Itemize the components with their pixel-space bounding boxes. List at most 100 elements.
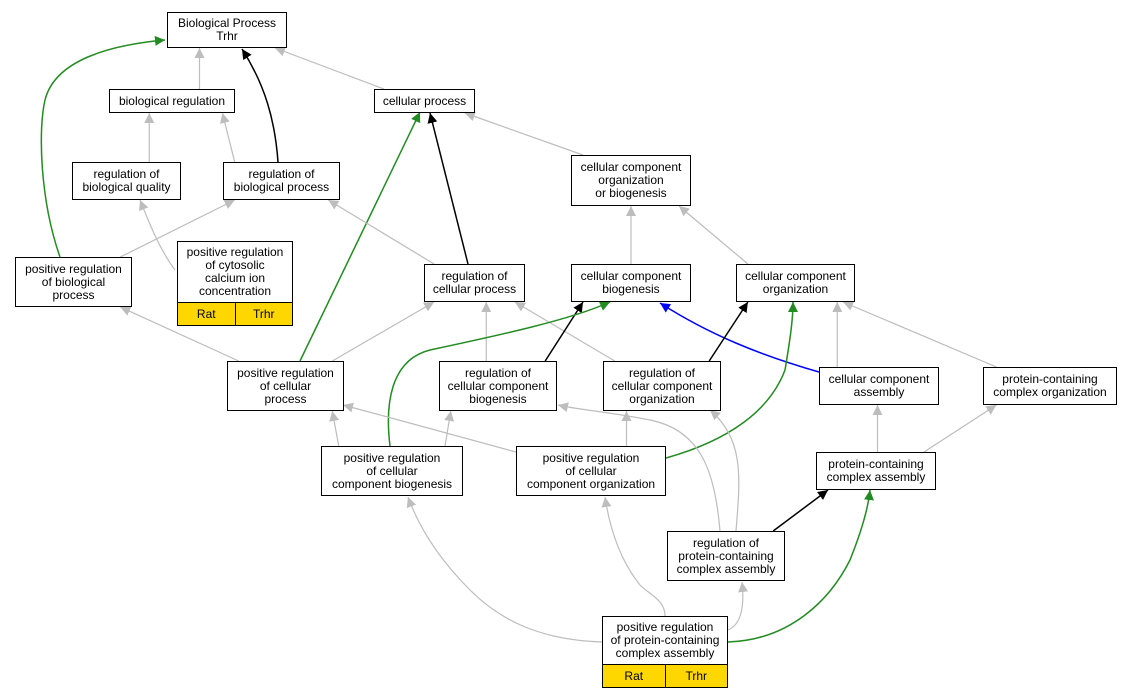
edge-prpca-to-rpca [727, 581, 749, 631]
node-label-line: protein-containing [828, 457, 924, 471]
edge-rccb-to-ccb [544, 301, 584, 362]
node-label-line: of cellular [259, 378, 312, 393]
edge-prcci-to-rbq [139, 199, 176, 271]
annotation-tag: Trhr [664, 665, 727, 687]
edge-rpca-to-rcco [709, 409, 740, 532]
edge-prccb-to-prcp [329, 410, 340, 447]
node-label-line: of cytosolic [205, 258, 265, 272]
node-label-line: complex organization [993, 385, 1107, 399]
node-label-line: positive regulation [186, 245, 284, 259]
node-label-line: biological process [233, 180, 330, 194]
edge-rpca-to-rccb [557, 402, 721, 532]
node-label-line: complex assembly [615, 646, 715, 660]
edge-rcp-to-rbp [327, 199, 435, 265]
edge-prbp-to-rbp [120, 199, 235, 258]
node-label-line: positive regulation [616, 620, 714, 634]
node-label-line: cellular component [447, 378, 549, 393]
annotation-tag: Rat [178, 303, 235, 325]
node-label-line: cellular component [745, 269, 846, 283]
edge-ccob-to-cp [464, 111, 584, 156]
node-label-line: regulation of [441, 269, 508, 283]
node-label-line: regulation of [93, 167, 160, 181]
edge-rcco-to-cco [708, 301, 749, 362]
edge-prcco-to-prcp [342, 402, 517, 453]
node-cp[interactable]: cellular process [374, 89, 475, 113]
node-label-line: assembly [853, 385, 905, 399]
node-label-line: positive regulation [237, 365, 334, 380]
node-label-line: biological regulation [118, 93, 226, 108]
edge-prcp-to-prbp [120, 306, 239, 362]
node-label-line: organization [598, 173, 664, 187]
node-label-line: cellular process [382, 93, 467, 108]
node-label-line: cellular component [611, 378, 713, 393]
node-label-line: of protein-containing [610, 633, 720, 647]
edge-prccb-to-ccb [387, 301, 611, 447]
annotation-tag: Rat [603, 665, 665, 687]
node-label-line: protein-containing [1002, 372, 1098, 386]
edge-prccb-to-rccb [444, 410, 455, 447]
node-label-line: regulation of [692, 535, 760, 550]
node-label-line: organization [762, 282, 829, 296]
edge-prcp-to-rcp [331, 301, 435, 362]
edge-rbp-to-bp [241, 48, 279, 163]
node-label-line: positive regulation [542, 450, 640, 465]
node-breg[interactable]: biological regulation [109, 89, 235, 113]
edge-pcca-to-pcco [923, 404, 997, 453]
edge-rpca-to-pcca [772, 489, 829, 532]
node-label-line: complex assembly [826, 470, 926, 484]
edge-prbp-to-bp [40, 35, 166, 258]
edge-cco-to-ccob [678, 205, 749, 265]
edge-rbp-to-breg [219, 112, 236, 163]
node-label-line: positive regulation [25, 261, 122, 276]
node-label-line: positive regulation [343, 450, 441, 465]
node-label-line: organization [629, 391, 695, 406]
edge-pcco-to-cco [842, 301, 997, 368]
node-label-line: cellular component [580, 160, 682, 174]
node-label-line: complex assembly [676, 561, 776, 576]
node-label-line: protein-containing [678, 548, 774, 563]
node-label-line: component biogenesis [331, 476, 453, 491]
node-label-line: biogenesis [602, 282, 660, 296]
edge-cp-to-bp [274, 46, 385, 90]
node-label-line: biological quality [82, 180, 171, 194]
node-label-line: regulation of [464, 365, 532, 380]
node-label-line: cellular process [432, 282, 517, 296]
node-label-line: of cellular [366, 463, 418, 478]
node-label-line: Biological Process [177, 16, 277, 30]
node-label-line: cellular component [580, 269, 682, 283]
node-label-line: of biological [41, 274, 106, 289]
edge-rcp-to-cp [427, 112, 469, 265]
edge-prcp-to-cp [299, 111, 421, 362]
node-label-line: of cellular [565, 463, 617, 478]
node-label-line: process [52, 287, 95, 302]
annotation-tag: Trhr [234, 303, 292, 325]
node-label-line: regulation of [248, 167, 315, 181]
edge-prcco-to-cco [665, 301, 798, 459]
node-label-line: concentration [198, 284, 272, 298]
node-label-line: component organization [526, 476, 656, 491]
node-label-line: regulation of [628, 365, 696, 380]
